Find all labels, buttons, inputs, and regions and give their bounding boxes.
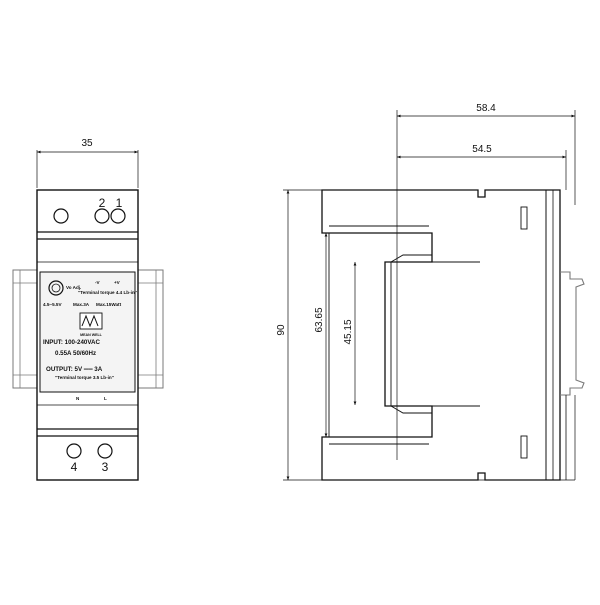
terminal-label-3: 3 (102, 460, 109, 474)
terminal-l-label: L (104, 396, 107, 401)
vo-adj-label: Vo Adj. (66, 285, 81, 290)
front-view-text: 35 2 1 4 3 Vo Adj. -V +V "Terminal torqu… (43, 138, 137, 474)
input-rating-line1: INPUT: 100-240VAC (43, 339, 100, 346)
terminal-label-2: 2 (99, 196, 106, 210)
profile-step-bottom (390, 405, 432, 414)
brand-logo (79, 312, 103, 330)
vo-adj-potentiometer (48, 280, 64, 296)
body-depth-label: 54.5 (472, 144, 492, 155)
max-power-label: Max.15Watt (96, 302, 122, 307)
front-view (12, 150, 164, 481)
side-profile-outline (321, 189, 561, 481)
vo-adj-potentiometer-inner (51, 283, 61, 293)
terminal-torque-top: "Terminal torque 4.4 Lb-in" (78, 290, 137, 295)
height-label: 90 (276, 324, 287, 336)
width-dimension-label: 35 (81, 138, 93, 149)
input-rating-line2: 0.55A 50/60Hz (55, 350, 96, 357)
terminal-hole-3 (97, 443, 113, 459)
inner-height-label: 45.15 (343, 319, 354, 344)
adj-range-label: 4.5~5.5V (43, 302, 62, 307)
terminal-n-label: N (76, 396, 80, 401)
brand-logo-mark (81, 314, 99, 328)
terminal-hole-1 (110, 208, 126, 224)
vent-slot-bottom (520, 435, 528, 459)
side-view-text: 58.4 54.5 90 63.65 45.15 (276, 103, 496, 345)
terminal-label-1: 1 (116, 196, 123, 210)
overall-depth-label: 58.4 (476, 103, 496, 114)
profile-step-top (390, 254, 432, 263)
plus-v-label: +V (114, 280, 121, 285)
max-current-label: Max.3A (73, 302, 90, 307)
side-view (283, 110, 585, 481)
terminal-label-4: 4 (71, 460, 78, 474)
mid-height-label: 63.65 (314, 307, 325, 332)
minus-v-label: -V (95, 280, 101, 285)
din-rail-clip (560, 271, 585, 396)
terminal-hole-top-left (53, 208, 69, 224)
terminal-hole-4 (66, 443, 82, 459)
output-rating: OUTPUT: 5V ══ 3A (46, 366, 103, 373)
terminal-hole-2 (94, 208, 110, 224)
vent-slot-top (520, 206, 528, 230)
brand-name: MEAN WELL (80, 333, 103, 337)
terminal-torque-bottom: "Terminal torque 3.5 Lb-in" (55, 375, 114, 380)
